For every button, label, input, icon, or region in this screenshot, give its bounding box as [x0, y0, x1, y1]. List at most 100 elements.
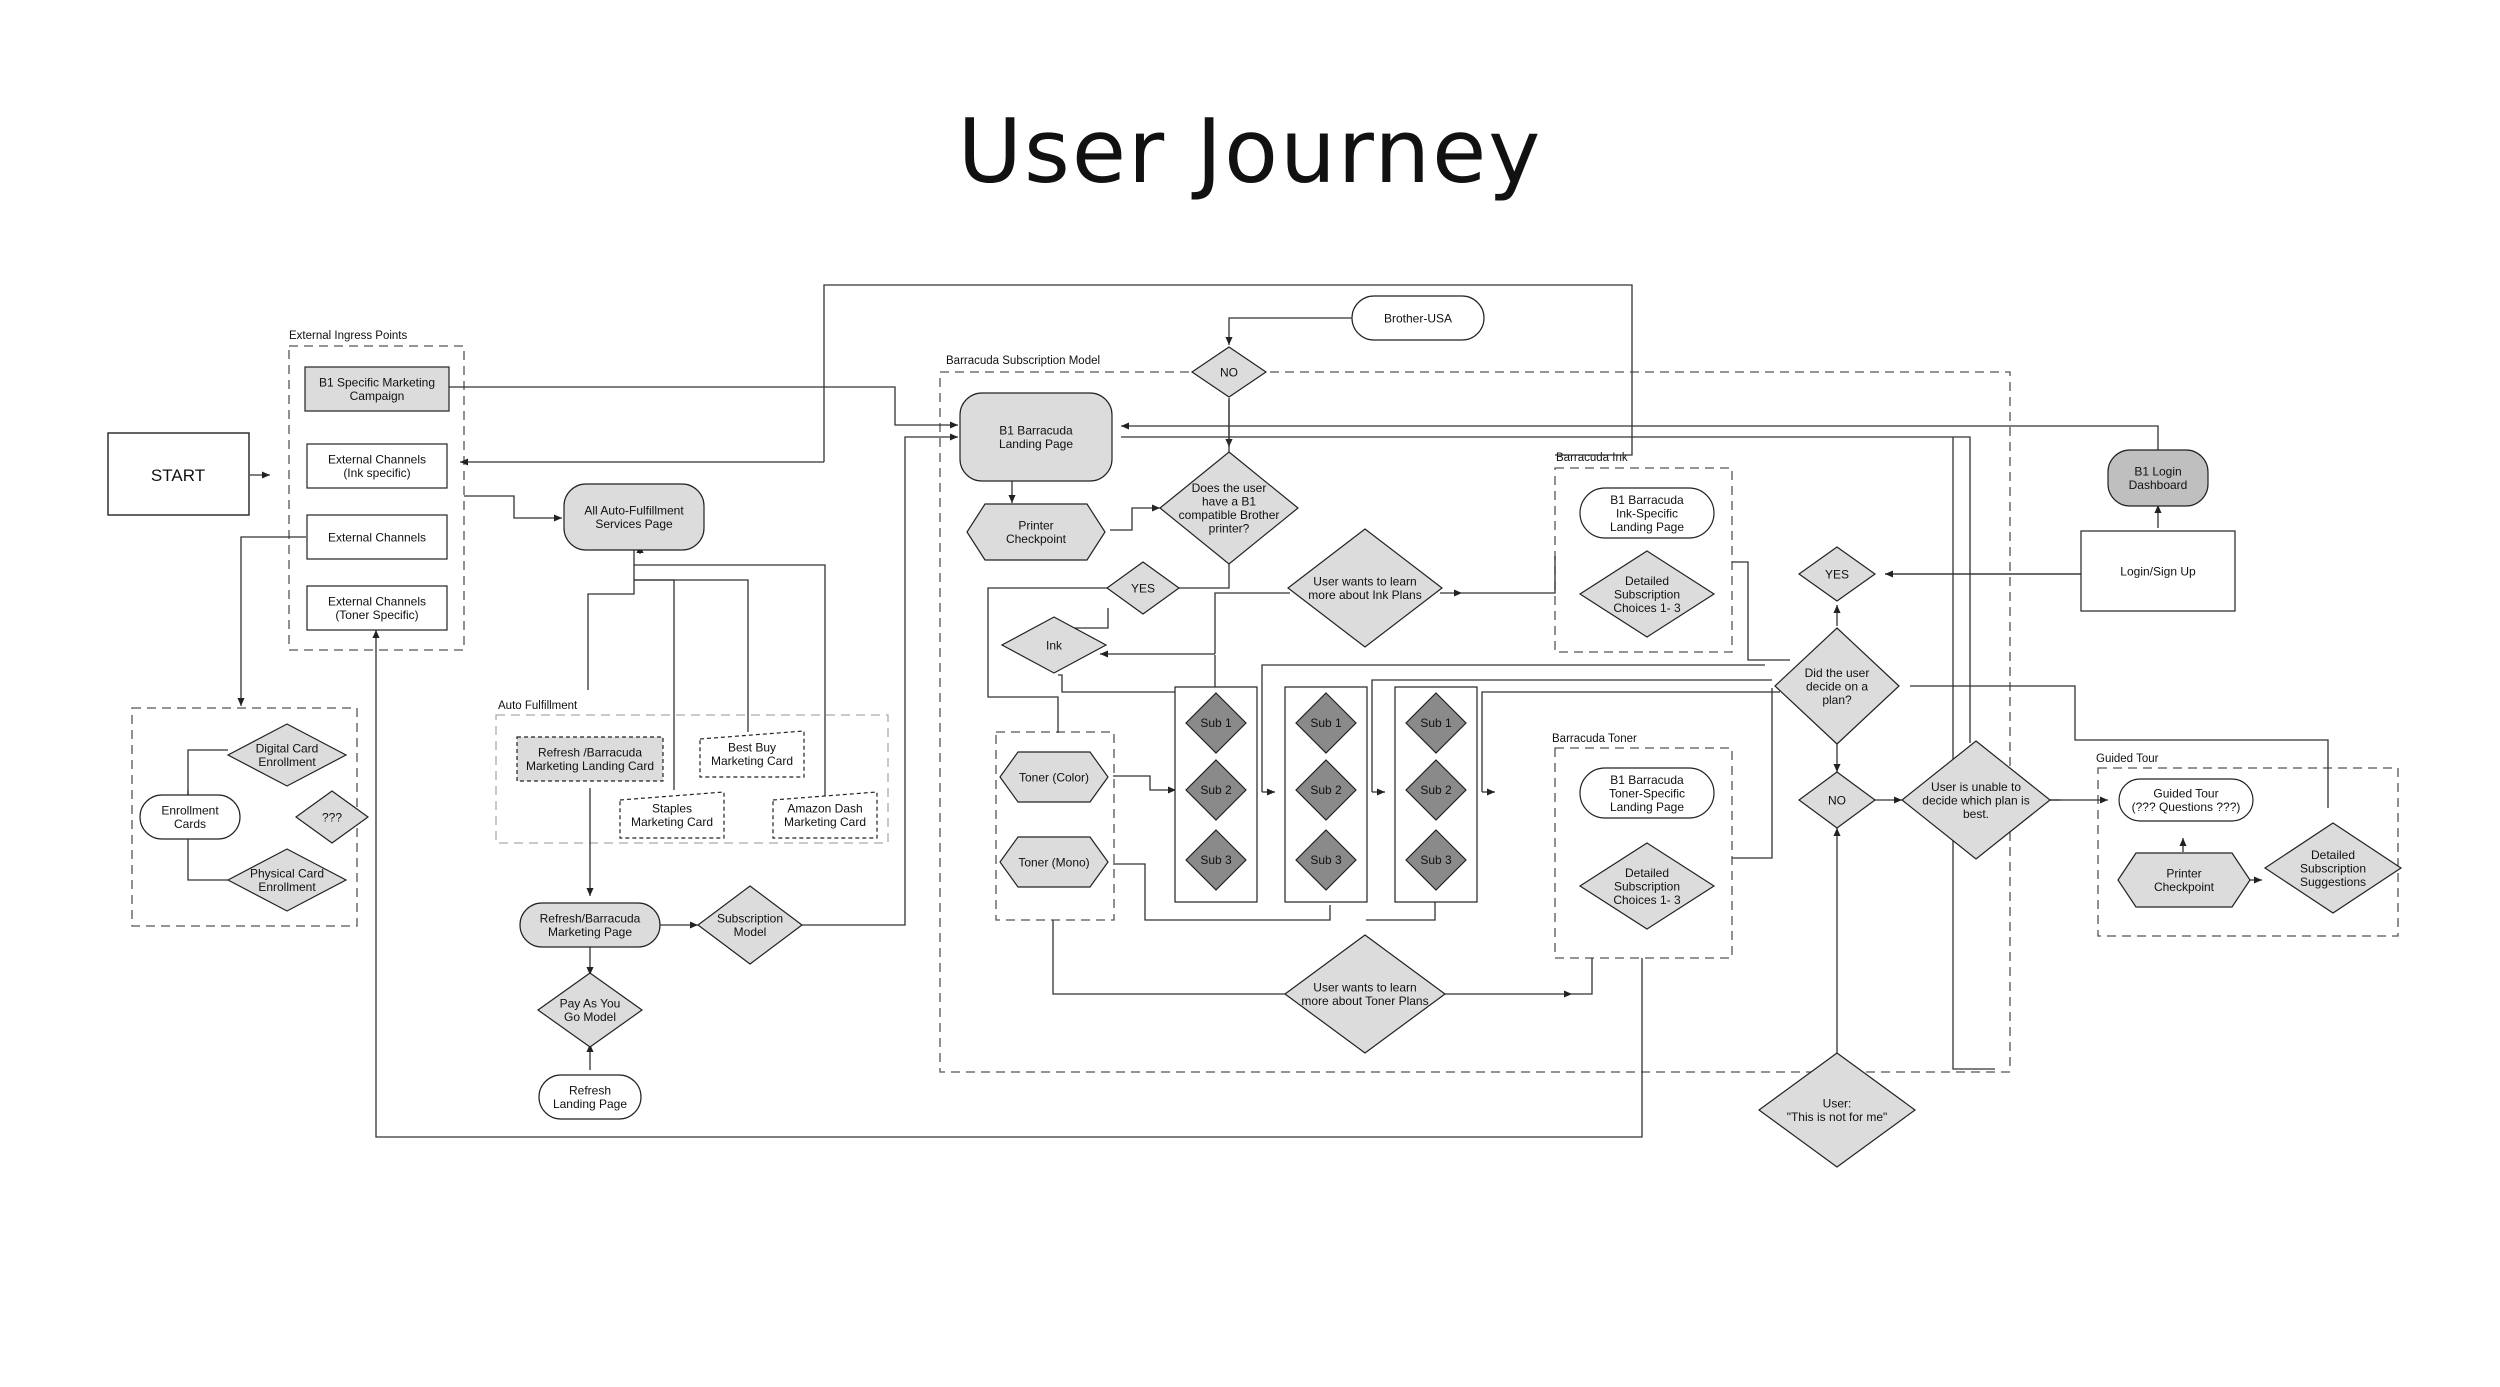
digital-card-enrollment-diamond	[226, 723, 348, 787]
toner-landing-page-node	[1579, 767, 1715, 819]
printer-checkpoint-hex	[966, 503, 1106, 561]
sub-1-diamond	[1185, 692, 1247, 754]
sub-3-diamond	[1185, 829, 1247, 891]
external-channels-ink-box-label: External Channels(Ink specific)	[328, 453, 426, 480]
ink-diamond	[1000, 616, 1108, 674]
refresh-landing-card-box	[516, 736, 664, 782]
login-signup-box-label: Login/Sign Up	[2120, 564, 2196, 578]
login-dashboard-node	[2107, 449, 2209, 507]
no-right-diamond	[1797, 771, 1877, 829]
pay-as-you-go-diamond	[536, 972, 644, 1048]
group-guided-tour	[2097, 767, 2399, 937]
staples-card	[619, 791, 725, 839]
enrollment-cards-node	[139, 794, 241, 840]
learn-ink-diamond	[1287, 528, 1443, 648]
sub-3-diamond	[1405, 829, 1467, 891]
sub-1-label: Sub 1	[1200, 716, 1232, 730]
decide-plan-question-diamond	[1774, 627, 1900, 745]
no-top-diamond	[1190, 346, 1268, 398]
external-channels-toner-box-label: External Channels(Toner Specific)	[328, 595, 426, 622]
sub-2-diamond	[1295, 759, 1357, 821]
ink-choices-diamond	[1578, 550, 1716, 638]
yes-left-diamond-label: YES	[1131, 581, 1155, 595]
sub-2-label: Sub 2	[1310, 783, 1342, 797]
external-channels-box-label: External Channels	[328, 530, 426, 544]
sub-2-label: Sub 2	[1200, 783, 1232, 797]
start-label: START	[151, 466, 205, 485]
group-label-auto-fulfillment: Auto Fulfillment	[498, 700, 578, 712]
auto-fulfillment-services-node	[563, 483, 705, 551]
ink-landing-page-node	[1579, 487, 1715, 539]
refresh-landing-page-node	[538, 1074, 642, 1120]
sub-3-diamond	[1295, 829, 1357, 891]
best-buy-card	[699, 730, 805, 778]
toner-choices-diamond	[1578, 842, 1716, 930]
toner-mono-hex	[999, 836, 1109, 888]
compatible-printer-question-diamond	[1159, 451, 1299, 565]
no-right-diamond-label: NO	[1828, 793, 1846, 807]
external-channels-toner-box	[306, 585, 448, 631]
physical-card-enrollment-diamond	[226, 848, 348, 912]
unknown-diamond-label: ???	[322, 810, 342, 824]
external-channels-ink-box	[306, 443, 448, 489]
sub-1-diamond	[1405, 692, 1467, 754]
unknown-diamond	[294, 790, 370, 844]
toner-color-hex-label: Toner (Color)	[1019, 770, 1089, 784]
login-signup-box	[2080, 530, 2236, 612]
group-label-guided-tour: Guided Tour	[2096, 753, 2159, 765]
b1-landing-page-node	[959, 392, 1113, 482]
brother-usa-node-label: Brother-USA	[1384, 311, 1452, 325]
learn-toner-diamond	[1283, 934, 1447, 1054]
guided-tour-node-label: Guided Tour(??? Questions ???)	[2132, 787, 2241, 814]
sub-3-label: Sub 3	[1420, 853, 1452, 867]
toner-mono-hex-label: Toner (Mono)	[1018, 855, 1089, 869]
refresh-marketing-page-node	[519, 902, 661, 948]
group-toner-types	[995, 731, 1115, 921]
amazon-dash-card	[772, 791, 878, 839]
sub-2-diamond	[1405, 759, 1467, 821]
page-title: User Journey	[957, 100, 1543, 203]
ink-diamond-label: Ink	[1046, 638, 1063, 652]
start-node	[107, 432, 250, 516]
sub-1-diamond	[1295, 692, 1357, 754]
sub-1-label: Sub 1	[1310, 716, 1342, 730]
group-auto-fulfillment	[495, 714, 889, 844]
sub-3-label: Sub 3	[1200, 853, 1232, 867]
not-for-me-diamond-label: User:"This is not for me"	[1787, 1097, 1888, 1124]
external-channels-box	[306, 514, 448, 560]
group-label-external-ingress: External Ingress Points	[289, 330, 408, 342]
group-barracuda-toner	[1554, 747, 1733, 959]
yes-right-diamond-label: YES	[1825, 567, 1849, 581]
toner-color-hex	[999, 751, 1109, 803]
sub-2-diamond	[1185, 759, 1247, 821]
tour-printer-checkpoint-hex	[2117, 852, 2251, 908]
sub-1-label: Sub 1	[1420, 716, 1452, 730]
brother-usa-node	[1351, 295, 1485, 341]
